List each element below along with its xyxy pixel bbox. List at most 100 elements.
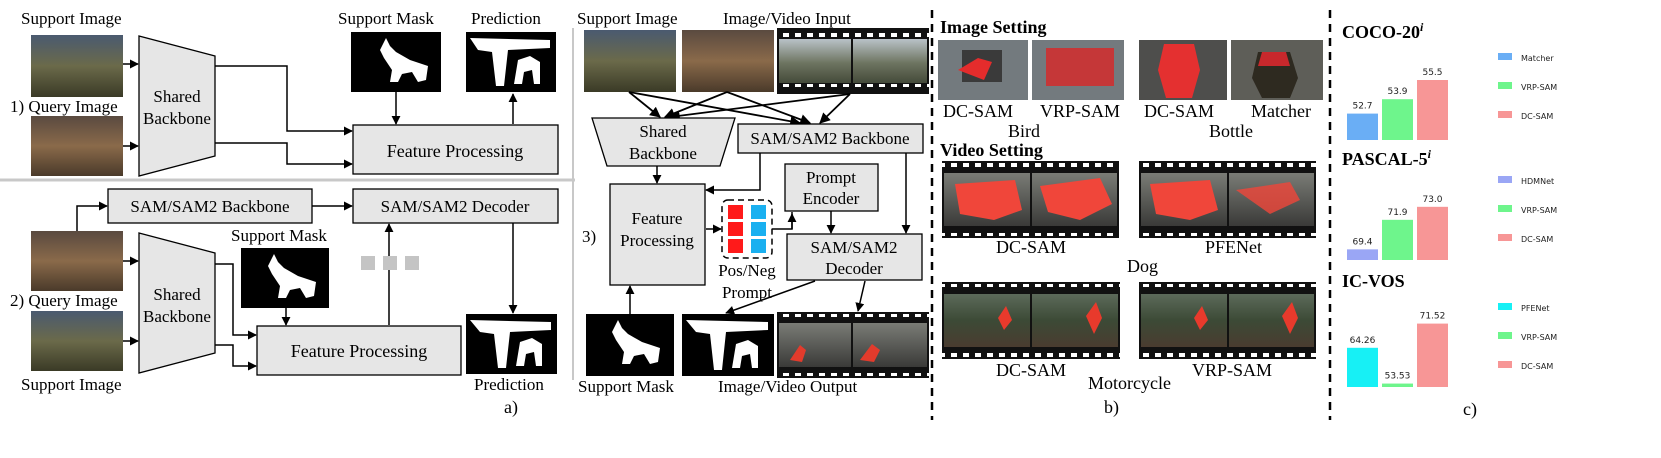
chart-2-legend-swatch-2 xyxy=(1498,361,1512,368)
video-setting-title: Video Setting xyxy=(940,140,1043,160)
chart-0-bar-0 xyxy=(1347,113,1378,140)
image-video-input-label: Image/Video Input xyxy=(723,9,851,28)
support-image-label-3: Support Image xyxy=(577,9,678,28)
pos-token-1 xyxy=(728,205,743,219)
moto-category: Motorcycle xyxy=(1088,373,1171,393)
bird-category: Bird xyxy=(1008,121,1040,141)
support-image-label: Support Image xyxy=(21,9,122,28)
backbone2-label-line2: Backbone xyxy=(143,307,211,326)
support-image-thumbnail-2 xyxy=(31,311,123,371)
chart-1-bar-2 xyxy=(1417,206,1448,260)
sam-decoder-label: SAM/SAM2 Decoder xyxy=(381,197,530,216)
feature-processing-box xyxy=(352,124,559,175)
chart-1-legend-swatch-2 xyxy=(1498,234,1512,241)
bird-label-2: VRP-SAM xyxy=(1040,101,1120,121)
pos-token-3 xyxy=(728,239,743,253)
image-setting-title: Image Setting xyxy=(940,17,1047,37)
chart-2-bar-1 xyxy=(1382,383,1413,387)
ellipsis-block-2 xyxy=(383,256,397,270)
chart-2-value-label-1: 53.53 xyxy=(1385,372,1411,382)
caption-a: a) xyxy=(504,397,518,418)
chart-2-legend-label-0: PFENet xyxy=(1521,304,1550,313)
support-mask-label-3: Support Mask xyxy=(578,377,674,396)
shared-backbone-3 xyxy=(591,117,736,167)
feature3-line2: Processing xyxy=(620,231,694,250)
feature-processing-label: Feature Processing xyxy=(387,141,523,161)
support-image-label-2: Support Image xyxy=(21,375,122,394)
backbone2-label-line1: Shared xyxy=(153,285,201,304)
bottle-category: Bottle xyxy=(1209,121,1253,141)
chart-0-legend-label-1: VRP-SAM xyxy=(1521,83,1557,92)
decoder3-line1: SAM/SAM2 xyxy=(811,238,898,257)
ellipsis-block-1 xyxy=(361,256,375,270)
chart-1-value-label-2: 73.0 xyxy=(1422,195,1442,205)
index-3-label: 3) xyxy=(582,227,596,246)
dog-label-1: DC-SAM xyxy=(996,237,1066,257)
chart-1-legend-label-1: VRP-SAM xyxy=(1521,206,1557,215)
caption-c: c) xyxy=(1463,399,1477,420)
chart-0-legend-swatch-1 xyxy=(1498,82,1512,89)
chart-2-legend-label-1: VRP-SAM xyxy=(1521,333,1557,342)
query-image-label: 1) Query Image xyxy=(10,97,118,116)
chart-1-legend-label-0: HDMNet xyxy=(1521,177,1554,186)
chart-2-legend-swatch-0 xyxy=(1498,303,1512,310)
chart-0-legend-swatch-2 xyxy=(1498,111,1512,118)
backbone-label-line1: Shared xyxy=(153,87,201,106)
chart-0-value-label-0: 52.7 xyxy=(1352,102,1372,112)
pos-neg-line2: Prompt xyxy=(722,283,772,302)
shared-backbone-trapezoid-2 xyxy=(138,232,216,374)
sam-backbone-box-3 xyxy=(737,123,924,154)
panel-b: Image Setting DC-SAM VRP-SAM Bird DC-SAM… xyxy=(938,17,1323,418)
query-image-thumbnail-2 xyxy=(31,231,123,291)
chart-0-bar-1 xyxy=(1382,99,1413,140)
neg-token-3 xyxy=(751,239,766,253)
bottle-label-1: DC-SAM xyxy=(1144,101,1214,121)
chart-title-2: IC-VOS xyxy=(1342,271,1405,291)
bird-label-1: DC-SAM xyxy=(943,101,1013,121)
chart-2-value-label-2: 71.52 xyxy=(1420,312,1446,322)
feature-processing-box-3 xyxy=(609,183,706,286)
chart-0-value-label-1: 53.9 xyxy=(1387,87,1407,97)
support-image-thumbnail xyxy=(31,35,123,97)
chart-2-legend-swatch-1 xyxy=(1498,332,1512,339)
chart-1-legend-swatch-1 xyxy=(1498,205,1512,212)
shared-backbone-trapezoid xyxy=(138,35,216,177)
chart-2-bar-2 xyxy=(1417,323,1448,387)
chart-0-bar-2 xyxy=(1417,80,1448,140)
feature-processing-label-2: Feature Processing xyxy=(291,341,427,361)
neg-token-1 xyxy=(751,205,766,219)
chart-title-0: COCO-20i xyxy=(1342,20,1424,42)
dog-label-2: PFENet xyxy=(1205,237,1262,257)
chart-1-legend-label-2: DC-SAM xyxy=(1521,235,1553,244)
chart-1-bar-0 xyxy=(1347,249,1378,260)
moto-label-1: DC-SAM xyxy=(996,360,1066,380)
pos-token-2 xyxy=(728,222,743,236)
support-mask-label-2: Support Mask xyxy=(231,226,327,245)
neg-token-2 xyxy=(751,222,766,236)
output-label: Image/Video Output xyxy=(718,377,857,396)
chart-0-legend-label-2: DC-SAM xyxy=(1521,112,1553,121)
chart-0-legend-label-0: Matcher xyxy=(1521,54,1554,63)
chart-2-legend-label-2: DC-SAM xyxy=(1521,362,1553,371)
pos-neg-line1: Pos/Neg xyxy=(718,261,776,280)
prompt-encoder-line2: Encoder xyxy=(803,189,860,208)
chart-0-legend-swatch-0 xyxy=(1498,53,1512,60)
chart-1-bar-1 xyxy=(1382,219,1413,260)
chart-1-value-label-0: 69.4 xyxy=(1352,237,1372,247)
sam-backbone-label-3: SAM/SAM2 Backbone xyxy=(750,129,909,148)
sam-decoder-box-3 xyxy=(786,233,923,281)
ellipsis-block-3 xyxy=(405,256,419,270)
chart-0-value-label-2: 55.5 xyxy=(1422,68,1442,78)
sam-decoder-box xyxy=(352,188,559,224)
query-image-3 xyxy=(682,30,774,92)
prediction-label-top: Prediction xyxy=(471,9,541,28)
query-image-label-2: 2) Query Image xyxy=(10,291,118,310)
query-image-thumbnail xyxy=(31,116,123,176)
caption-b: b) xyxy=(1104,397,1119,418)
chart-1-value-label-1: 71.9 xyxy=(1387,208,1407,218)
sam-backbone-box xyxy=(107,188,313,224)
dog-category: Dog xyxy=(1127,256,1158,276)
bottle-label-2: Matcher xyxy=(1251,101,1311,121)
